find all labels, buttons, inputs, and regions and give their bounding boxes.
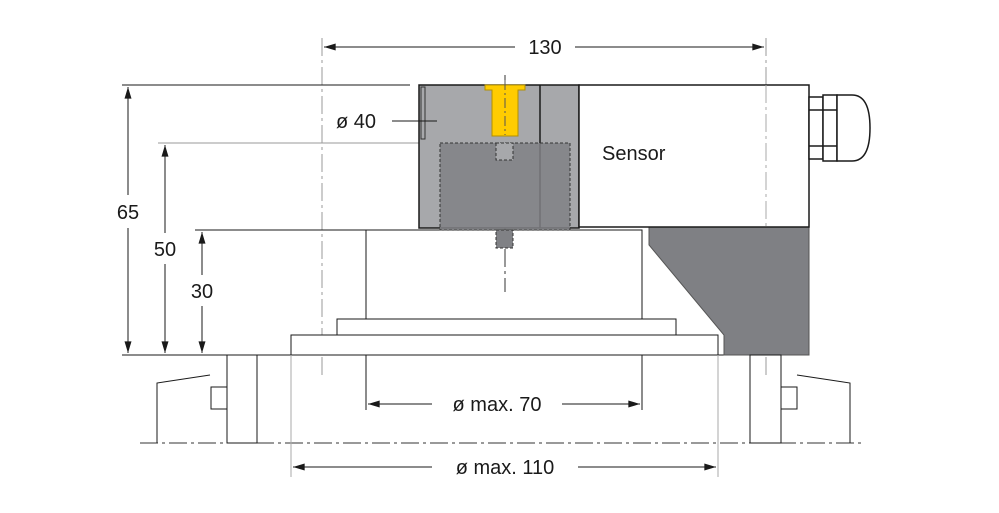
dimension-d40: ø 40 <box>336 111 437 133</box>
dimension-label-130: 130 <box>528 37 561 59</box>
clamp-left <box>156 354 258 444</box>
target-bolt <box>484 84 526 137</box>
dimension-30: 30 <box>191 232 213 354</box>
target-holder <box>290 229 719 410</box>
dimension-label-d110: ø max. 110 <box>456 457 555 479</box>
sensor-housing: Sensor <box>418 84 810 249</box>
dimension-130: 130 <box>323 37 764 59</box>
clamp-right <box>749 354 851 444</box>
dimension-d110: ø max. 110 <box>290 355 719 479</box>
sensor-label: Sensor <box>602 143 666 165</box>
dimension-d70: ø max. 70 <box>367 394 640 416</box>
dimension-label-65: 65 <box>117 202 139 224</box>
dimension-50: 50 <box>154 145 176 354</box>
dimension-65: 65 <box>117 86 139 354</box>
dimension-label-d40: ø 40 <box>336 111 376 133</box>
cable-gland <box>808 94 871 162</box>
dimension-label-50: 50 <box>154 239 176 261</box>
dimension-label-30: 30 <box>191 281 213 303</box>
dimension-label-d70: ø max. 70 <box>453 394 542 416</box>
